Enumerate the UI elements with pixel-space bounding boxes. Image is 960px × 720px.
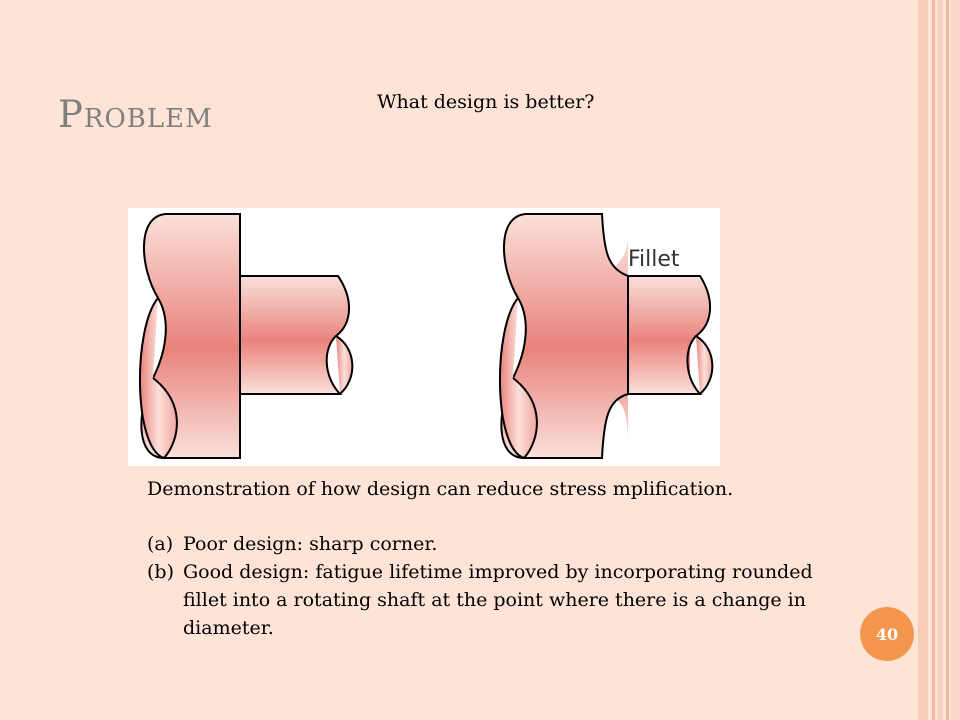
small-shaft-body (237, 275, 350, 395)
list-marker: (b) (147, 561, 174, 583)
small-shaft-end (335, 335, 354, 395)
decorative-side-strip (951, 0, 960, 720)
figure-caption: Demonstration of how design can reduce s… (147, 478, 734, 500)
list-item: (a) Poor design: sharp corner. (147, 530, 847, 558)
list-text: Poor design: sharp corner. (183, 533, 438, 555)
decorative-side-strip (932, 0, 935, 720)
small-shaft-end-right (695, 335, 714, 395)
large-shaft-lobe (139, 297, 178, 460)
slide-title: Problem (58, 93, 213, 136)
decorative-side-strip (946, 0, 949, 720)
decorative-side-strip (918, 0, 928, 720)
shaft-illustration (139, 213, 714, 460)
large-shaft-body-right (500, 213, 629, 459)
large-shaft-lobe-right (499, 297, 538, 460)
decorative-side-strip (938, 0, 943, 720)
good-design-shaft (499, 213, 714, 460)
design-list: (a) Poor design: sharp corner. (b) Good … (147, 530, 847, 642)
shaft-design-figure (128, 208, 720, 466)
list-text: Good design: fatigue lifetime improved b… (183, 561, 813, 639)
poor-design-shaft (139, 213, 354, 460)
list-item: (b) Good design: fatigue lifetime improv… (147, 558, 847, 642)
slide-question: What design is better? (377, 91, 595, 113)
page-number-badge: 40 (860, 607, 914, 661)
list-marker: (a) (147, 533, 174, 555)
fillet-label: Fillet (628, 247, 680, 272)
